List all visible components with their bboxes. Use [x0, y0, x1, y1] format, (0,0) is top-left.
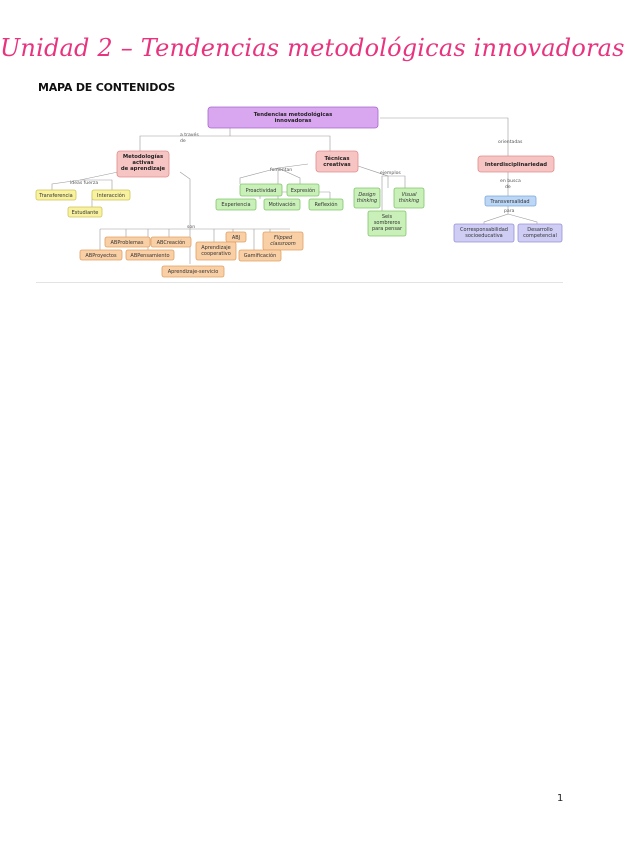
node-abproblemas: ABProblemas — [104, 236, 151, 248]
svg-text:Motivación: Motivación — [268, 201, 295, 208]
node-proactividad: Proactividad — [239, 183, 283, 197]
svg-text:ABCreación: ABCreación — [157, 239, 186, 246]
node-expresion: Expresión — [286, 183, 320, 197]
svg-text:Expresión: Expresión — [291, 187, 316, 194]
svg-text:ABProblemas: ABProblemas — [111, 240, 144, 246]
svg-text:Proactividad: Proactividad — [246, 188, 277, 194]
link-fomentan: fomentan — [270, 167, 292, 173]
node-interaccion: Interacción — [91, 189, 131, 201]
page-title: Unidad 2 – Tendencias metodológicas inno… — [0, 34, 625, 62]
section-heading: MAPA DE CONTENIDOS — [38, 81, 176, 94]
svg-text:Estudiante: Estudiante — [72, 210, 99, 216]
link-para: para — [504, 208, 515, 214]
node-motivacion: Motivación — [263, 198, 301, 211]
node-abcreacion: ABCreación — [150, 236, 192, 248]
node-reflexion: Reflexión — [308, 198, 344, 211]
node-aprendizaje-servicio: Aprendizaje-servicio — [161, 265, 225, 278]
node-estudiante: Estudiante — [67, 206, 103, 218]
svg-text:ABJ: ABJ — [232, 235, 240, 241]
svg-text:Reflexión: Reflexión — [314, 201, 337, 208]
svg-text:Experiencia: Experiencia — [221, 202, 250, 208]
svg-text:Aprendizaje-servicio: Aprendizaje-servicio — [168, 269, 219, 275]
link-son: son — [187, 225, 195, 230]
horizontal-divider — [36, 282, 563, 283]
link-ideas-fuerza: ideas fuerza — [70, 180, 98, 186]
node-abj: ABJ — [225, 231, 247, 243]
page-number: 1 — [557, 793, 564, 804]
link-ejemplos: ejemplos — [380, 170, 401, 176]
svg-text:Interacción: Interacción — [97, 192, 125, 199]
svg-text:ABProyectos: ABProyectos — [85, 253, 117, 259]
node-transversalidad: Transversalidad — [484, 195, 537, 207]
node-abpensamiento: ABPensamiento — [125, 249, 175, 261]
link-orientadas: orientadas — [498, 139, 523, 145]
node-gamificacion: Gamificación — [238, 249, 282, 262]
svg-text:Transferencia: Transferencia — [38, 193, 72, 199]
svg-text:Interdisciplinariedad: Interdisciplinariedad — [485, 162, 547, 168]
svg-text:Gamificación: Gamificación — [244, 252, 277, 259]
node-abproyectos: ABProyectos — [79, 249, 123, 261]
svg-text:Transversalidad: Transversalidad — [489, 199, 529, 205]
node-interdisciplinariedad: Interdisciplinariedad — [477, 155, 555, 173]
svg-text:ABPensamiento: ABPensamiento — [130, 253, 169, 259]
node-transferencia: Transferencia — [35, 189, 77, 201]
node-experiencia: Experiencia — [215, 198, 257, 211]
